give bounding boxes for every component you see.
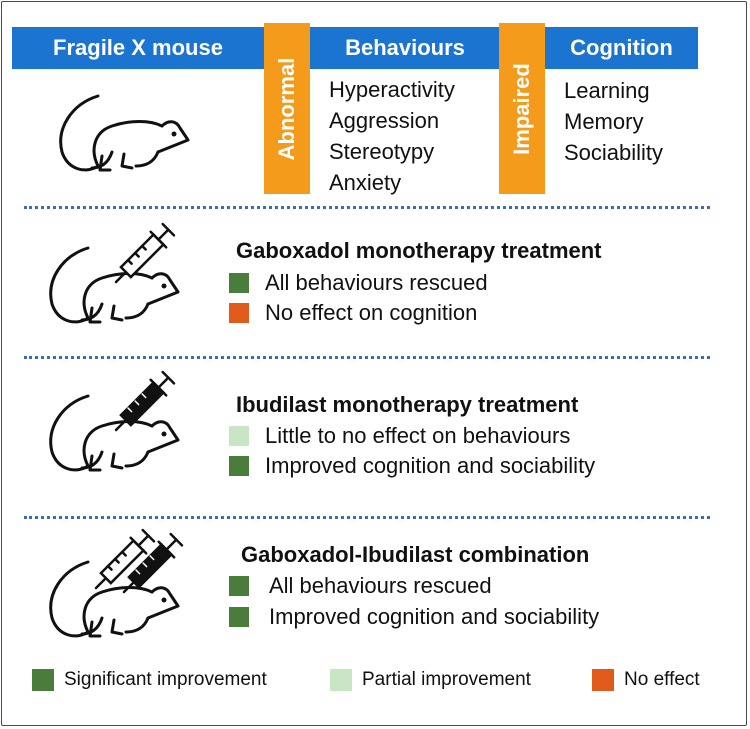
no-effect-swatch bbox=[229, 303, 249, 323]
legend-swatch-no-effect bbox=[592, 669, 614, 691]
tab-abnormal: Abnormal bbox=[264, 23, 310, 194]
treatment-result-text: Improved cognition and sociability bbox=[265, 453, 596, 478]
mouse-icon bbox=[59, 94, 190, 172]
treatment-result-row: Improved cognition and sociability bbox=[229, 604, 599, 630]
mouse-with-two-syringes-icon bbox=[49, 528, 184, 638]
legend-label: No effect bbox=[624, 669, 700, 690]
legend-item-significant: Significant improvement bbox=[32, 669, 267, 691]
tab-impaired: Impaired bbox=[499, 23, 545, 194]
tab-abnormal-label: Abnormal bbox=[274, 57, 299, 160]
behaviour-list: Hyperactivity Aggression Stereotypy Anxi… bbox=[329, 74, 455, 198]
header-fragile-x-mouse-label: Fragile X mouse bbox=[53, 35, 223, 60]
treatment-result-text: Improved cognition and sociability bbox=[269, 604, 600, 629]
significant-improvement-swatch bbox=[229, 607, 249, 627]
treatment-title: Ibudilast monotherapy treatment bbox=[236, 392, 579, 417]
treatment-result-text: No effect on cognition bbox=[265, 300, 478, 325]
legend-swatch-partial bbox=[330, 669, 352, 691]
mouse-with-syringe-icon bbox=[49, 370, 180, 472]
significant-improvement-swatch bbox=[229, 273, 249, 293]
section-divider bbox=[24, 356, 710, 359]
section-divider bbox=[24, 516, 710, 519]
treatment-result-text: All behaviours rescued bbox=[265, 270, 488, 295]
treatment-result-row: All behaviours rescued bbox=[229, 270, 488, 296]
legend-swatch-significant bbox=[32, 669, 54, 691]
treatment-result-text: All behaviours rescued bbox=[269, 573, 492, 598]
treatment-result-row: Little to no effect on behaviours bbox=[229, 423, 570, 449]
cognition-item: Memory bbox=[564, 109, 644, 134]
behaviour-item: Stereotypy bbox=[329, 139, 435, 164]
treatment-result-row: Improved cognition and sociability bbox=[229, 453, 595, 479]
section-divider bbox=[24, 206, 710, 209]
mouse-with-syringe-icon bbox=[49, 222, 180, 324]
header-cognition: Cognition bbox=[545, 27, 698, 69]
legend-item-no-effect: No effect bbox=[592, 669, 700, 691]
legend-label: Significant improvement bbox=[64, 669, 267, 690]
header-behaviours-label: Behaviours bbox=[345, 35, 465, 60]
header-behaviours: Behaviours bbox=[310, 27, 500, 69]
behaviour-item: Anxiety bbox=[329, 170, 402, 195]
cognition-item: Sociability bbox=[564, 140, 664, 165]
legend-label: Partial improvement bbox=[362, 669, 531, 690]
behaviour-item: Hyperactivity bbox=[329, 77, 455, 102]
significant-improvement-swatch bbox=[229, 456, 249, 476]
tab-impaired-label: Impaired bbox=[509, 62, 534, 155]
significant-improvement-swatch bbox=[229, 576, 249, 596]
cognition-item: Learning bbox=[564, 78, 650, 103]
treatment-title: Gaboxadol-Ibudilast combination bbox=[241, 542, 590, 567]
legend-item-partial: Partial improvement bbox=[330, 669, 531, 691]
header-fragile-x-mouse: Fragile X mouse bbox=[12, 27, 264, 69]
partial-improvement-swatch bbox=[229, 426, 249, 446]
treatment-result-text: Little to no effect on behaviours bbox=[265, 423, 571, 448]
treatment-result-row: All behaviours rescued bbox=[229, 573, 492, 599]
behaviour-item: Aggression bbox=[329, 108, 440, 133]
treatment-title: Gaboxadol monotherapy treatment bbox=[236, 238, 602, 263]
header-cognition-label: Cognition bbox=[570, 35, 673, 60]
cognition-list: Learning Memory Sociability bbox=[564, 75, 663, 168]
treatment-result-row: No effect on cognition bbox=[229, 300, 477, 326]
